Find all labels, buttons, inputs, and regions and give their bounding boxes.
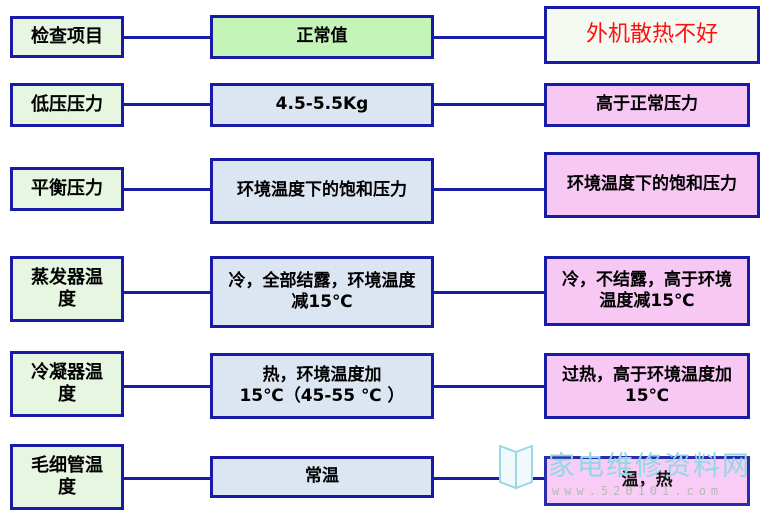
connector-line bbox=[434, 188, 544, 191]
connector-line bbox=[124, 385, 210, 388]
row-balance-pressure-label: 平衡压力 bbox=[10, 167, 124, 211]
connector-line bbox=[434, 385, 544, 388]
connector-line bbox=[124, 103, 210, 106]
row-low-pressure-fault: 高于正常压力 bbox=[544, 83, 750, 127]
watermark-logo-icon bbox=[499, 444, 533, 490]
row-evaporator-temp-label: 蒸发器温度 bbox=[10, 256, 124, 322]
row-low-pressure-normal: 4.5-5.5Kg bbox=[210, 83, 434, 127]
row-condenser-temp-label: 冷凝器温度 bbox=[10, 351, 124, 417]
watermark-url: www.520101.com bbox=[552, 484, 724, 498]
row-balance-pressure-normal: 环境温度下的饱和压力 bbox=[210, 158, 434, 224]
row-capillary-temp-label: 毛细管温度 bbox=[10, 444, 124, 510]
connector-line bbox=[434, 291, 544, 294]
connector-line bbox=[434, 36, 544, 39]
connector-line bbox=[124, 291, 210, 294]
connector-line bbox=[124, 36, 210, 39]
row-capillary-temp-normal: 常温 bbox=[210, 456, 434, 498]
row-evaporator-temp-normal: 冷，全部结露，环境温度减15℃ bbox=[210, 256, 434, 328]
row-condenser-temp-normal: 热，环境温度加15℃（45-55 ℃ ） bbox=[210, 353, 434, 419]
header-fault-box: 外机散热不好 bbox=[544, 6, 760, 64]
connector-line bbox=[434, 477, 544, 480]
row-capillary-temp-fault: 温，热 bbox=[544, 456, 750, 506]
header-label-box: 检查项目 bbox=[10, 16, 124, 58]
header-normal-box: 正常值 bbox=[210, 15, 434, 59]
connector-line bbox=[434, 103, 544, 106]
row-balance-pressure-fault: 环境温度下的饱和压力 bbox=[544, 152, 760, 218]
connector-line bbox=[124, 477, 210, 480]
watermark-text: 家电维修资料网 bbox=[548, 451, 751, 482]
row-low-pressure-label: 低压压力 bbox=[10, 83, 124, 127]
row-condenser-temp-fault: 过热，高于环境温度加15℃ bbox=[544, 353, 750, 419]
row-evaporator-temp-fault: 冷，不结露，高于环境温度减15℃ bbox=[544, 256, 750, 326]
connector-line bbox=[124, 188, 210, 191]
